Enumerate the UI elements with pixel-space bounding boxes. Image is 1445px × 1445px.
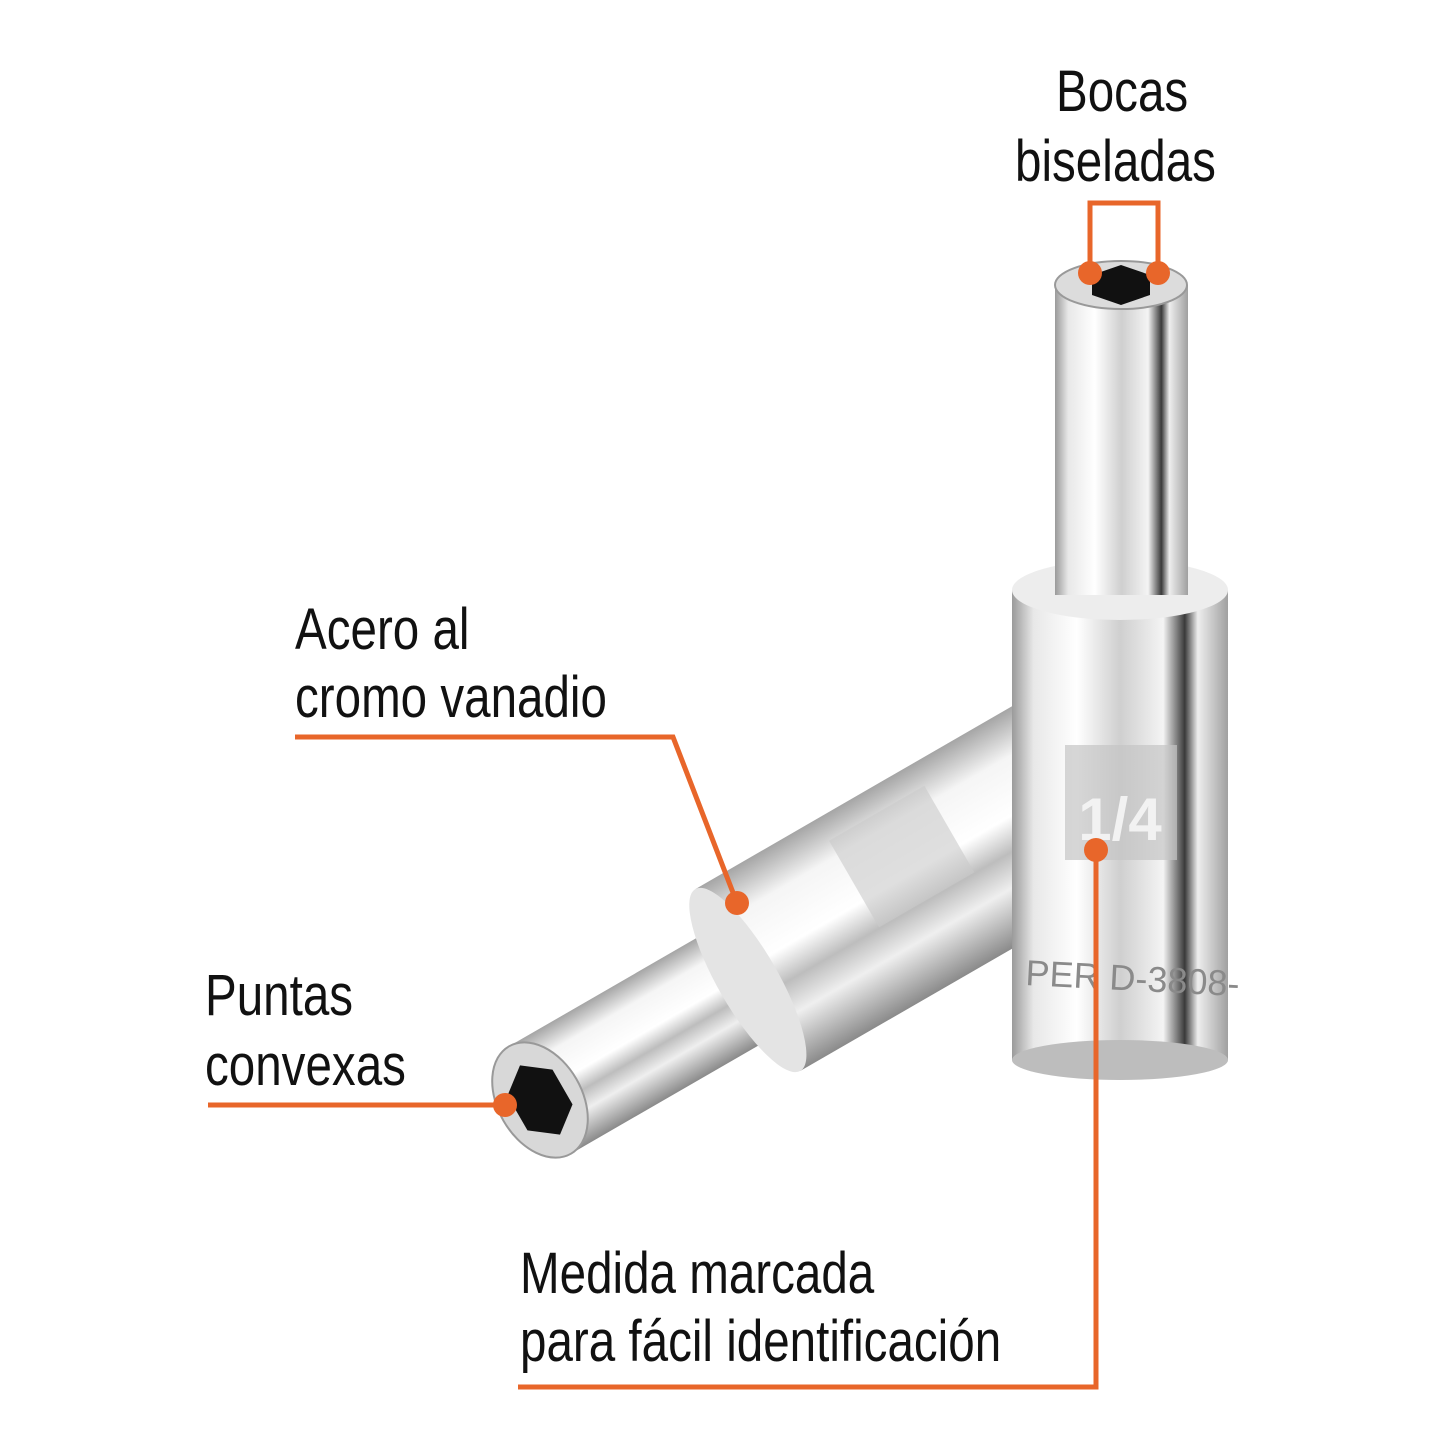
- callout-puntas-line2: convexas: [205, 1033, 406, 1098]
- callout-dot: [725, 891, 749, 915]
- medida-leader: [518, 850, 1099, 1390]
- callout-acero-line1: Acero al: [295, 597, 470, 662]
- callout-acero-line2: cromo vanadio: [295, 665, 607, 730]
- callout-dots: [493, 261, 1170, 1117]
- callout-puntas-line1: Puntas: [205, 963, 354, 1028]
- acero-leader: [295, 734, 740, 904]
- standing-socket: [1012, 260, 1228, 1080]
- callout-dot: [1146, 261, 1170, 285]
- callout-bocas-line1: Bocas: [1056, 59, 1189, 124]
- callout-bocas-line2: biseladas: [1015, 129, 1216, 194]
- callout-dot: [493, 1093, 517, 1117]
- callout-lines: [208, 200, 1161, 1390]
- bocas-bracket: [1087, 200, 1161, 273]
- callout-medida-line1: Medida marcada: [520, 1241, 875, 1306]
- callout-medida-line2: para fácil identificación: [520, 1309, 1002, 1374]
- callout-dot: [1078, 261, 1102, 285]
- callout-dot: [1084, 838, 1108, 862]
